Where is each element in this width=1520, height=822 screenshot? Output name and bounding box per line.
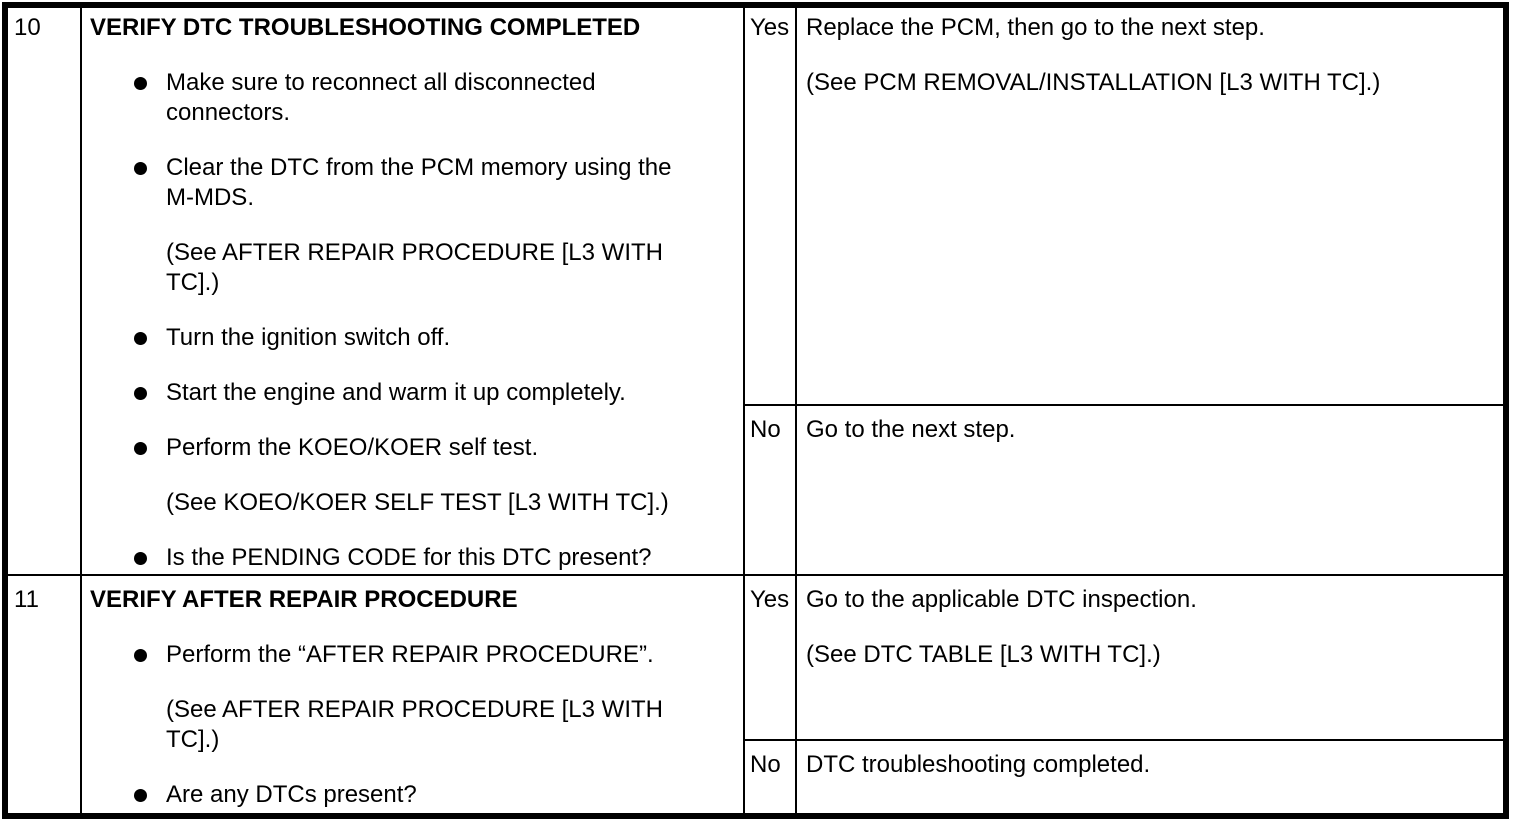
result-text: Go to the next step.	[806, 416, 1016, 443]
list-item: Perform the KOEO/KOER self test.	[82, 433, 743, 463]
action-cell: VERIFY DTC TROUBLESHOOTING COMPLETED Mak…	[82, 8, 745, 574]
result-text: DTC troubleshooting completed.	[806, 751, 1151, 778]
step-number-cell: 10	[8, 8, 82, 574]
answer-cell: No	[745, 406, 797, 574]
result-text-cell: DTC troubleshooting completed.	[797, 741, 1503, 813]
list-item-line: Make sure to reconnect all disconnected	[166, 69, 596, 96]
action-title: VERIFY DTC TROUBLESHOOTING COMPLETED	[90, 14, 641, 41]
result-text-cell: Replace the PCM, then go to the next ste…	[797, 8, 1503, 404]
see-reference-note: (See DTC TABLE [L3 WITH TC].)	[806, 641, 1161, 668]
list-item-line: TC].)	[166, 726, 220, 753]
list-item: Are any DTCs present?	[82, 780, 743, 810]
result-row-no: No Go to the next step.	[745, 404, 1503, 574]
list-item-line: Perform the KOEO/KOER self test.	[166, 434, 539, 461]
bullet-icon	[134, 332, 147, 345]
see-reference-note: (See AFTER REPAIR PROCEDURE [L3 WITH TC]…	[82, 238, 743, 298]
see-reference-note: (See PCM REMOVAL/INSTALLATION [L3 WITH T…	[806, 69, 1381, 96]
results-column: Yes Replace the PCM, then go to the next…	[745, 8, 1503, 574]
answer-label: No	[750, 751, 781, 778]
results-column: Yes Go to the applicable DTC inspection.…	[745, 576, 1503, 813]
step-number: 11	[14, 586, 39, 613]
bullet-icon	[134, 162, 147, 175]
list-item-line: Start the engine and warm it up complete…	[166, 379, 626, 406]
answer-label: Yes	[750, 586, 790, 613]
result-row-no: No DTC troubleshooting completed.	[745, 739, 1503, 813]
bullet-icon	[134, 789, 147, 802]
step-number-cell: 11	[8, 576, 82, 813]
result-text-cell: Go to the next step.	[797, 406, 1503, 574]
answer-label: Yes	[750, 14, 790, 41]
result-row-yes: Yes Replace the PCM, then go to the next…	[745, 8, 1503, 404]
list-item: Start the engine and warm it up complete…	[82, 378, 743, 408]
list-item-line: (See KOEO/KOER SELF TEST [L3 WITH TC].)	[166, 489, 669, 516]
bullet-icon	[134, 387, 147, 400]
list-item-line: (See AFTER REPAIR PROCEDURE [L3 WITH	[166, 239, 663, 266]
bullet-icon	[134, 77, 147, 90]
see-reference-note: (See KOEO/KOER SELF TEST [L3 WITH TC].)	[82, 488, 743, 518]
list-item: Make sure to reconnect all disconnected …	[82, 68, 743, 128]
list-item: Is the PENDING CODE for this DTC present…	[82, 543, 743, 573]
answer-cell: No	[745, 741, 797, 813]
see-reference-note: (See AFTER REPAIR PROCEDURE [L3 WITH TC]…	[82, 695, 743, 755]
result-text-cell: Go to the applicable DTC inspection. (Se…	[797, 576, 1503, 739]
list-item-line: Are any DTCs present?	[166, 781, 417, 808]
answer-cell: Yes	[745, 576, 797, 739]
result-row-yes: Yes Go to the applicable DTC inspection.…	[745, 576, 1503, 739]
bullet-icon	[134, 552, 147, 565]
list-item-line: Perform the “AFTER REPAIR PROCEDURE”.	[166, 641, 654, 668]
answer-label: No	[750, 416, 781, 443]
answer-cell: Yes	[745, 8, 797, 404]
list-item: Turn the ignition switch off.	[82, 323, 743, 353]
list-item-line: connectors.	[166, 99, 291, 126]
bullet-icon	[134, 649, 147, 662]
table-row-step-11: 11 VERIFY AFTER REPAIR PROCEDURE Perform…	[8, 576, 1503, 813]
list-item-line: M-MDS.	[166, 184, 254, 211]
step-number: 10	[14, 14, 41, 41]
result-text: Go to the applicable DTC inspection.	[806, 586, 1197, 613]
list-item-line: Is the PENDING CODE for this DTC present…	[166, 544, 652, 571]
list-item-line: TC].)	[166, 269, 220, 296]
list-item: Perform the “AFTER REPAIR PROCEDURE”.	[82, 640, 743, 670]
bullet-icon	[134, 442, 147, 455]
action-cell: VERIFY AFTER REPAIR PROCEDURE Perform th…	[82, 576, 745, 813]
list-item-line: (See AFTER REPAIR PROCEDURE [L3 WITH	[166, 696, 663, 723]
list-item-line: Clear the DTC from the PCM memory using …	[166, 154, 672, 181]
result-text: Replace the PCM, then go to the next ste…	[806, 14, 1265, 41]
action-title: VERIFY AFTER REPAIR PROCEDURE	[90, 586, 518, 613]
table-row-step-10: 10 VERIFY DTC TROUBLESHOOTING COMPLETED …	[8, 8, 1503, 576]
list-item: Clear the DTC from the PCM memory using …	[82, 153, 743, 213]
list-item-line: Turn the ignition switch off.	[166, 324, 451, 351]
